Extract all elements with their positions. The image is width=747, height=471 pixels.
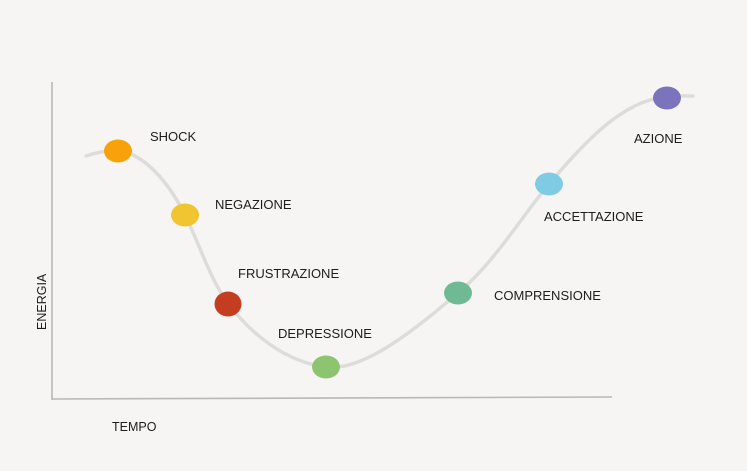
y-axis-title: ENERGIA xyxy=(35,273,49,330)
stage-label-comprensione: COMPRENSIONE xyxy=(494,288,601,303)
stage-dot-comprensione xyxy=(444,281,472,305)
stage-dot-shock xyxy=(104,139,132,163)
stage-dot-accettazione xyxy=(535,172,563,196)
stage-dot-frustrazione xyxy=(214,291,242,317)
stage-dot-azione xyxy=(653,86,681,110)
stage-label-negazione: NEGAZIONE xyxy=(215,197,292,212)
stage-dot-negazione xyxy=(171,203,199,227)
x-axis xyxy=(51,396,613,400)
stage-label-accettazione: ACCETTAZIONE xyxy=(544,209,644,224)
stage-label-depressione: DEPRESSIONE xyxy=(278,326,372,341)
stage-dot-depressione xyxy=(312,355,340,379)
stage-label-frustrazione: FRUSTRAZIONE xyxy=(238,266,339,281)
x-axis-title: TEMPO xyxy=(112,420,157,434)
stage-label-azione: AZIONE xyxy=(634,131,683,146)
stage-label-shock: SHOCK xyxy=(150,129,197,144)
